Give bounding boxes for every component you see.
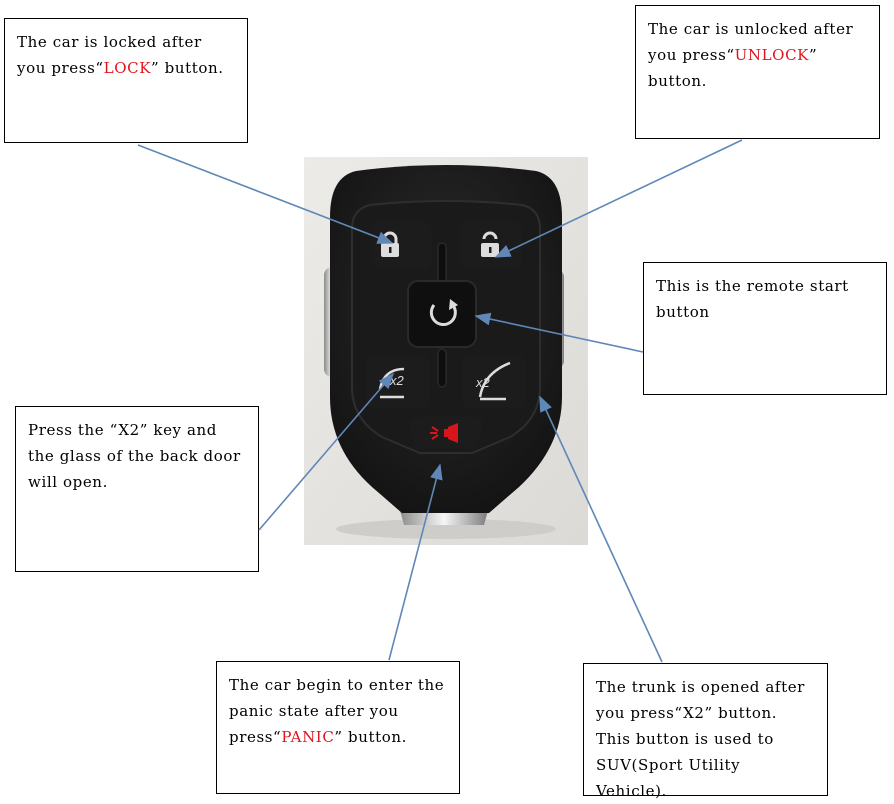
callout-panic: The car begin to enter the panic state a… bbox=[216, 661, 460, 794]
liftgate-x2-label: x2 bbox=[475, 375, 491, 390]
liftgate-button[interactable]: x2 bbox=[462, 355, 526, 409]
callout-lock-post: ” button. bbox=[151, 59, 224, 77]
unlock-icon bbox=[481, 231, 499, 257]
callout-trunk: The trunk is opened after you press“X2” … bbox=[583, 663, 828, 800]
callout-panic-post: ” button. bbox=[334, 728, 408, 746]
arrow-panic bbox=[388, 463, 443, 661]
remote-start-icon bbox=[429, 299, 458, 326]
fob-shadow bbox=[336, 519, 556, 539]
arrow-trunk bbox=[539, 395, 663, 663]
arrow-rear-glass bbox=[258, 372, 395, 531]
arrow-lock bbox=[137, 144, 394, 244]
divider-bottom bbox=[437, 348, 447, 388]
callout-unlock: The car is unlocked after you press“UNLO… bbox=[635, 5, 880, 139]
callout-remote-start-text: This is the remote start button bbox=[656, 277, 849, 321]
callout-panic-pre: The car begin to enter the panic state a… bbox=[229, 676, 445, 746]
panic-horn-icon bbox=[430, 423, 458, 443]
callout-unlock-key: UNLOCK bbox=[734, 46, 809, 64]
liftgate-icon: x2 bbox=[475, 361, 511, 401]
callout-trunk-text: The trunk is opened after you press“X2” … bbox=[596, 678, 805, 800]
arrow-unlock bbox=[494, 139, 743, 258]
callout-rear-glass: Press the “X2” key and the glass of the … bbox=[15, 406, 259, 572]
callout-panic-key: PANIC bbox=[281, 728, 335, 746]
callout-rear-glass-text: Press the “X2” key and the glass of the … bbox=[28, 421, 241, 491]
callout-lock-key: LOCK bbox=[103, 59, 151, 77]
callout-lock: The car is locked after you press“LOCK” … bbox=[4, 18, 248, 143]
callout-unlock-post: ” button. bbox=[648, 46, 818, 90]
callout-lock-pre: The car is locked after you press“ bbox=[17, 33, 202, 77]
panic-button[interactable] bbox=[408, 415, 484, 449]
callout-remote-start: This is the remote start button bbox=[643, 262, 887, 395]
callout-unlock-pre: The car is unlocked after you press“ bbox=[648, 20, 854, 64]
arrow-remote-start bbox=[474, 312, 644, 353]
